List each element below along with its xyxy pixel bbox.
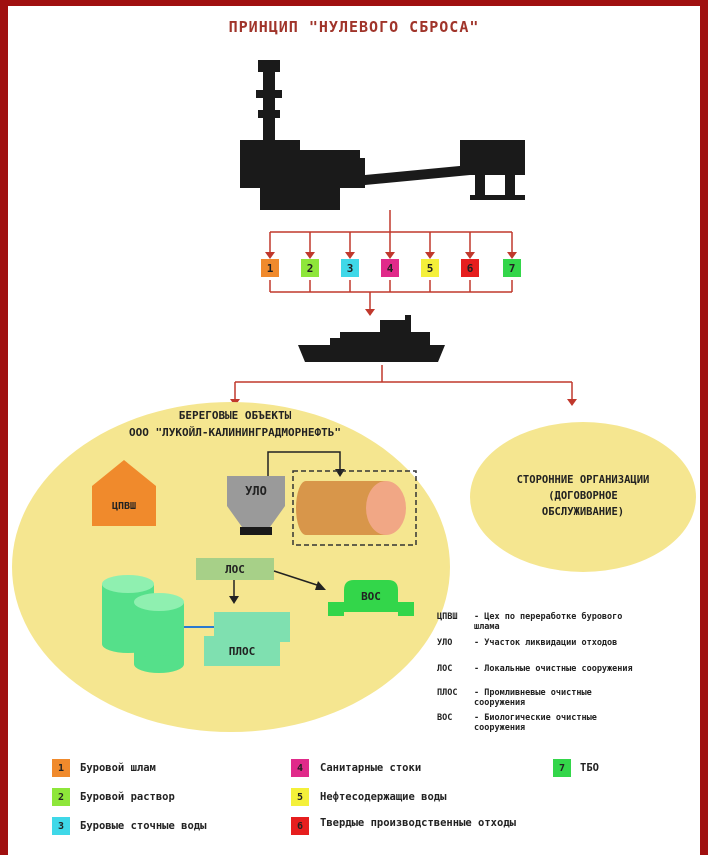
- abbr-key: ВОС: [437, 713, 453, 723]
- frame-border-left: [0, 0, 8, 855]
- legend-num: 7: [558, 762, 566, 774]
- waste-box-label: 3: [346, 261, 354, 275]
- los-box: [196, 558, 274, 580]
- ulo-hopper-icon: [227, 476, 285, 535]
- abbr-value: - Локальные очистные сооружения: [474, 664, 633, 674]
- abbr-value: - Цех по переработке бурового шлама: [474, 612, 623, 632]
- platform-to-boxes-arrows: [234, 210, 573, 402]
- los-to-vos-arrow: [273, 570, 321, 587]
- legend-swatch-7: 7: [553, 759, 571, 777]
- legend-text-7: ТБО: [580, 762, 599, 774]
- abbr-key: ПЛОС: [437, 688, 458, 698]
- legend-num: 1: [57, 762, 65, 774]
- waste-box-label: 5: [426, 261, 434, 275]
- third-party-line1: СТОРОННИЕ ОРГАНИЗАЦИИ: [516, 474, 650, 486]
- abbr-key: ЦПВШ: [437, 612, 458, 622]
- waste-box-6: 6: [461, 259, 479, 277]
- legend-swatch-3: 3: [52, 817, 70, 835]
- ulo-to-furnace-arrow: [267, 451, 341, 476]
- oil-platform-icon: [240, 60, 525, 210]
- legend-num: 3: [57, 820, 65, 832]
- waste-box-label: 7: [508, 261, 516, 275]
- waste-box-label: 1: [266, 261, 274, 275]
- abbr-value: - Биологические очистные сооружения: [474, 713, 597, 733]
- legend-num: 5: [296, 791, 304, 803]
- waste-box-2: 2: [301, 259, 319, 277]
- los-label: ЛОС: [225, 562, 245, 576]
- legend-swatch-6: 6: [291, 817, 309, 835]
- incinerator-cylinder-icon: [296, 481, 406, 535]
- waste-box-3: 3: [341, 259, 359, 277]
- waste-box-label: 6: [466, 261, 474, 275]
- abbr-value: - Промливневые очистные сооружения: [474, 688, 592, 708]
- legend-text-5: Нефтесодержащие воды: [320, 791, 447, 803]
- legend-text-4: Санитарные стоки: [320, 762, 422, 774]
- los-to-plos-arrowhead: [229, 596, 239, 604]
- legend-text-1: Буровой шлам: [80, 762, 156, 774]
- legend-swatch-1: 1: [52, 759, 70, 777]
- waste-box-label: 4: [386, 261, 394, 275]
- arrowheads: [230, 252, 577, 406]
- shore-title: БЕРЕГОВЫЕ ОБЪЕКТЫ: [178, 408, 292, 422]
- vos-bio-treatment-icon: [328, 580, 414, 616]
- abbr-value: - Участок ликвидации отходов: [474, 638, 618, 648]
- diagram-title: ПРИНЦИП "НУЛЕВОГО СБРОСА": [228, 18, 480, 36]
- waste-box-label: 2: [306, 261, 314, 275]
- abbr-key: УЛО: [437, 638, 453, 648]
- shore-company: ООО "ЛУКОЙЛ-КАЛИНИНГРАДМОРНЕФТЬ": [129, 425, 341, 439]
- frame-border-right: [700, 0, 708, 855]
- waste-box-5: 5: [421, 259, 439, 277]
- supply-ship-icon: [298, 315, 445, 362]
- plos-box-front: [204, 636, 280, 666]
- legend-swatch-2: 2: [52, 788, 70, 806]
- legend-text-2: Буровой раствор: [80, 791, 175, 803]
- waste-box-7: 7: [503, 259, 521, 277]
- frame-border-top: [0, 0, 708, 6]
- los-to-vos-arrowhead: [315, 581, 326, 590]
- storage-tanks-icon: [102, 575, 184, 673]
- legend-num: 6: [296, 820, 304, 832]
- legend-num: 2: [57, 791, 65, 803]
- legend-swatch-4: 4: [291, 759, 309, 777]
- plos-label: ПЛОС: [228, 644, 256, 658]
- cpvsh-label: ЦПВШ: [111, 500, 137, 512]
- legend-swatch-5: 5: [291, 788, 309, 806]
- legend-num: 4: [296, 762, 304, 774]
- vos-label: ВОС: [361, 589, 381, 603]
- legend-text-3: Буровые сточные воды: [80, 820, 207, 832]
- third-party-ellipse: [470, 422, 696, 572]
- cpvsh-building-icon: [92, 460, 156, 526]
- legend-text-6: Твердые производственные отходы: [320, 817, 516, 829]
- waste-box-1: 1: [261, 259, 279, 277]
- third-party-line2: (ДОГОВОРНОЕ: [548, 490, 618, 502]
- waste-box-4: 4: [381, 259, 399, 277]
- abbr-key: ЛОС: [437, 664, 453, 674]
- furnace-dashed-box: [292, 470, 417, 546]
- third-party-line3: ОБСЛУЖИВАНИЕ): [541, 506, 625, 518]
- ulo-label: УЛО: [245, 484, 267, 498]
